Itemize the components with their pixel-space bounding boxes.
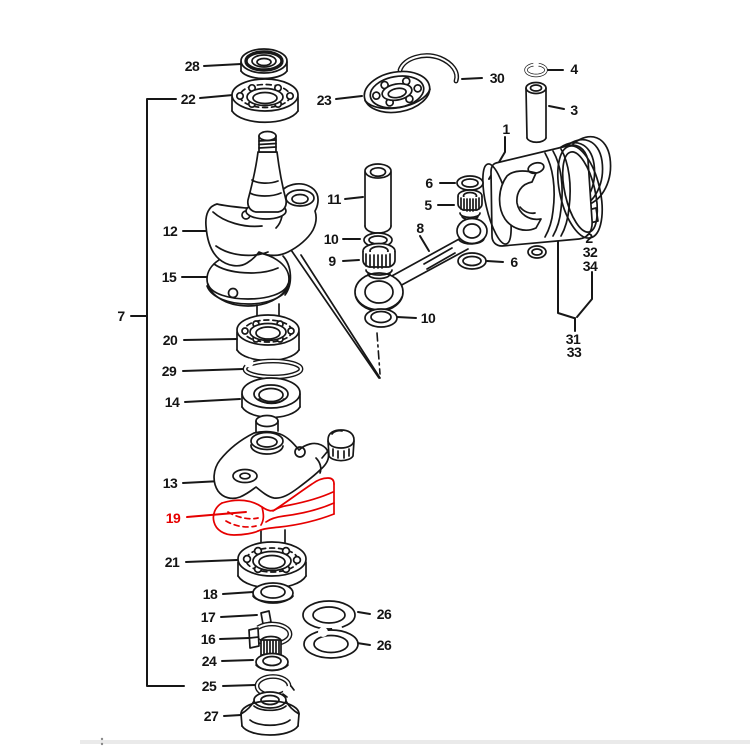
part-label-27[interactable]: 27 [203,708,219,724]
part-label-21[interactable]: 21 [164,554,180,570]
part-label-14[interactable]: 14 [164,394,180,410]
part-10-washer-lower [364,308,398,328]
part-20-ball-bearing [236,314,300,362]
part-label-32[interactable]: 32 [582,244,598,260]
part-label-16[interactable]: 16 [200,631,216,647]
part-label-6-lower[interactable]: 6 [510,254,518,270]
part-22-ball-bearing [231,78,299,124]
part-label-3[interactable]: 3 [570,102,578,118]
part-label-24[interactable]: 24 [201,653,217,669]
part-29-circlip [242,358,304,380]
part-label-6-upper[interactable]: 6 [425,175,433,191]
part-label-29[interactable]: 29 [161,363,177,379]
part-label-30[interactable]: 30 [489,70,505,86]
part-label-26-upper[interactable]: 26 [376,606,392,622]
part-6-washer-upper [456,175,484,191]
part-12-crank-web-upper [205,130,319,267]
part-24-washer [255,652,289,672]
part-9-needle-bearing [362,242,396,280]
part-16-drive-gear [248,621,293,656]
part-label-34[interactable]: 34 [582,258,598,274]
part-label-1[interactable]: 1 [502,121,510,137]
part-label-26-lower[interactable]: 26 [376,637,392,653]
part-label-31[interactable]: 31 [565,331,581,347]
part-label-9[interactable]: 9 [328,253,336,269]
assembly-guide-lines [288,246,381,379]
part-26-thrust-washers [302,600,359,659]
part-label-28[interactable]: 28 [184,58,200,74]
bracket-7 [130,98,185,687]
part-label-23[interactable]: 23 [316,92,332,108]
part-label-33[interactable]: 33 [566,344,582,360]
part-label-12[interactable]: 12 [162,223,178,239]
part-18-washer [252,582,294,604]
part-label-4[interactable]: 4 [570,61,578,77]
part-label-19-highlighted[interactable]: 19 [165,510,181,526]
part-label-5[interactable]: 5 [424,197,432,213]
part-label-11[interactable]: 11 [327,191,341,207]
part-11-spacer-sleeve [364,163,392,234]
part-label-17[interactable]: 17 [200,609,216,625]
part-label-20[interactable]: 20 [162,332,178,348]
part-label-15[interactable]: 15 [161,269,177,285]
part-8-connecting-rod [354,217,488,312]
part-30-snap-ring [397,53,460,84]
part-21-ball-bearing [237,541,307,589]
part-5-needle-bearing [457,189,483,221]
part-3-piston-pin [525,81,547,144]
part-4-circlip [524,61,548,78]
part-label-10-upper[interactable]: 10 [323,231,339,247]
part-14-seal-ring [241,377,301,419]
part-1-piston [482,144,604,259]
part-19-crank-web-highlighted [186,477,335,536]
scan-artifact-band [80,737,750,746]
part-label-22[interactable]: 22 [180,91,196,107]
part-28-oil-seal [240,48,288,80]
part-13-crank-web-center [213,414,355,550]
part-6-washer-lower [457,252,487,270]
part-label-8[interactable]: 8 [416,220,424,236]
part-label-13[interactable]: 13 [162,475,178,491]
part-label-25[interactable]: 25 [201,678,217,694]
part-label-7[interactable]: 7 [117,308,125,324]
part-27-collar [240,691,300,736]
part-15-crank-web [206,251,292,318]
part-label-10-lower[interactable]: 10 [420,310,436,326]
part-label-18[interactable]: 18 [202,586,218,602]
part-label-2[interactable]: 2 [585,230,593,246]
part-23-ball-bearing [363,70,431,114]
